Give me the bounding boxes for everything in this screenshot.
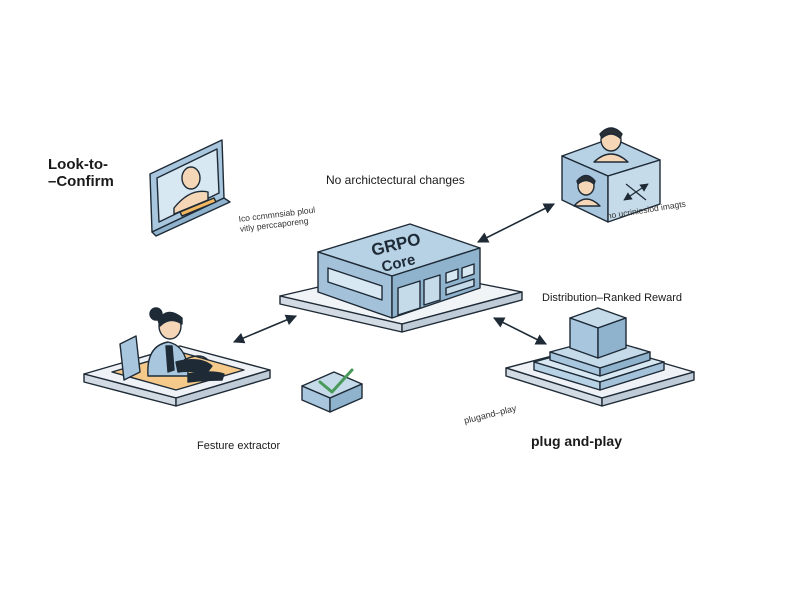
person-at-desk-icon — [83, 307, 271, 407]
look-to-confirm-label: Look-to- –Confirm — [48, 156, 114, 190]
double-arrow-icon — [232, 203, 556, 345]
plug-and-play-label: plug and-play — [531, 433, 622, 449]
checkmark-box-icon — [301, 368, 363, 413]
no-architectural-changes-label: No archictectural changes — [326, 173, 465, 187]
look-to-confirm-line2: –Confirm — [48, 173, 114, 190]
arrow-core-to-blocks — [492, 317, 548, 345]
feature-extractor-label: Festure extractor — [197, 440, 281, 452]
grpo-core-module — [279, 223, 523, 333]
monitor-face-icon — [149, 139, 231, 237]
people-cube-icon — [561, 127, 661, 223]
stacked-blocks-icon — [505, 307, 695, 407]
look-to-confirm-line1: Look-to- — [48, 156, 108, 173]
arrow-core-to-people — [476, 203, 556, 243]
distribution-ranked-reward-label: Distribution–Ranked Reward — [542, 292, 683, 304]
arrow-core-to-worker — [232, 314, 298, 344]
